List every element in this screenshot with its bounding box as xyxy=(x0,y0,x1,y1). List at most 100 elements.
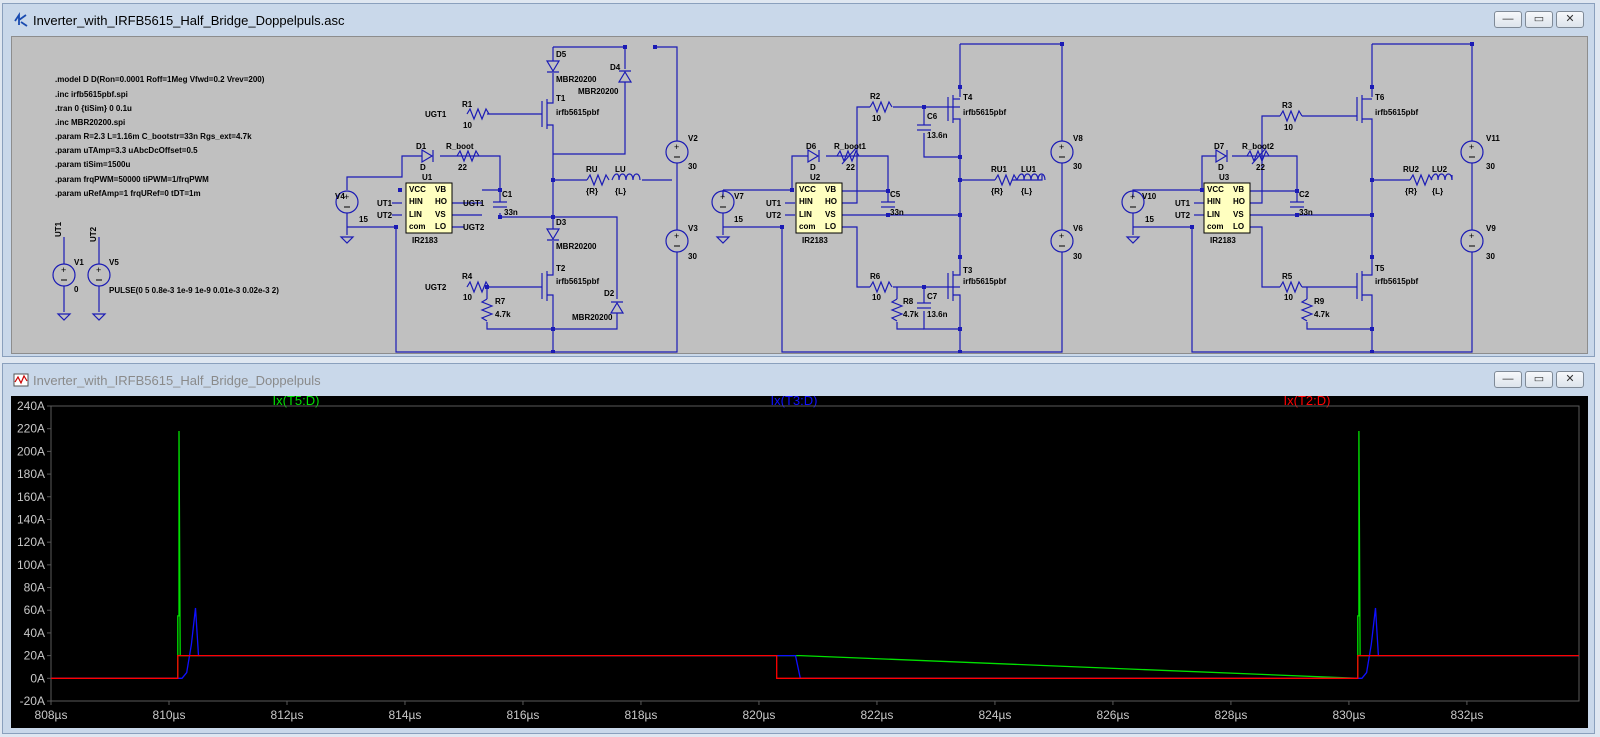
v8-value: 30 xyxy=(1073,162,1082,171)
minimize-button[interactable]: — xyxy=(1494,371,1522,388)
series-line xyxy=(51,654,1579,679)
c6-value: 13.6n xyxy=(927,131,948,140)
x-tick-label: 808µs xyxy=(35,708,68,722)
y-tick-label: 240A xyxy=(17,399,45,413)
u1-out-ugt2: UGT2 xyxy=(463,223,485,232)
maximize-icon: ▭ xyxy=(1533,13,1545,25)
v2-label: V2 xyxy=(688,134,698,143)
u2-pin-vcc: VCC xyxy=(799,185,816,194)
waveform-window-title: Inverter_with_IRFB5615_Half_Bridge_Doppe… xyxy=(33,373,321,388)
x-tick-label: 818µs xyxy=(624,708,657,722)
v4-value: 15 xyxy=(359,215,368,224)
minimize-button[interactable]: — xyxy=(1494,11,1522,28)
v9-value: 30 xyxy=(1486,252,1495,261)
x-tick-label: 814µs xyxy=(389,708,422,722)
lu2-label: LU2 xyxy=(1432,165,1448,174)
c5-value: 33n xyxy=(890,208,904,217)
d4-label: D4 xyxy=(610,63,621,72)
ru1-value: {R} xyxy=(991,187,1003,196)
schematic-canvas[interactable]: + .model D D(Ron=0.0001 Roff=1Meg Vfwd=0… xyxy=(11,36,1588,354)
close-button[interactable]: ✕ xyxy=(1556,371,1584,388)
v7-value: 15 xyxy=(734,215,743,224)
v6-label: V6 xyxy=(1073,224,1083,233)
directive-3: .tran 0 {tiSim} 0 0.1u xyxy=(55,104,132,113)
rboot1-label: R_boot1 xyxy=(834,142,867,151)
t3-model: irfb5615pbf xyxy=(963,277,1006,286)
u1-pin-vcc: VCC xyxy=(409,185,426,194)
u3-pin-ho: HO xyxy=(1233,197,1245,206)
t6-model: irfb5615pbf xyxy=(1375,108,1418,117)
legend-entry[interactable]: Ix(T3:D) xyxy=(771,393,818,408)
y-tick-label: 40A xyxy=(24,626,45,640)
u1-in-ut1: UT1 xyxy=(377,199,393,208)
r8-label: R8 xyxy=(903,297,914,306)
x-tick-label: 826µs xyxy=(1096,708,1129,722)
v9-label: V9 xyxy=(1486,224,1496,233)
d2-label: D2 xyxy=(604,289,615,298)
u2-label: U2 xyxy=(810,173,821,182)
u1-chip: IR2183 xyxy=(412,236,438,245)
u2-in-ut2: UT2 xyxy=(766,211,782,220)
v5-label: V5 xyxy=(109,258,119,267)
waveform-window: Inverter_with_IRFB5615_Half_Bridge_Doppe… xyxy=(2,363,1595,734)
rboot2-value: 22 xyxy=(1256,163,1265,172)
t4-label: T4 xyxy=(963,93,973,102)
u1-pin-vs: VS xyxy=(435,210,446,219)
ugt2-net: UGT2 xyxy=(425,283,447,292)
t2-label: T2 xyxy=(556,264,566,273)
y-tick-label: 200A xyxy=(17,444,45,458)
c1-value: 33n xyxy=(504,208,518,217)
directive-1: .model D D(Ron=0.0001 Roff=1Meg Vfwd=0.2… xyxy=(55,75,265,84)
u2-pin-com: com xyxy=(799,222,815,231)
waveform-app-icon xyxy=(13,373,29,387)
close-button[interactable]: ✕ xyxy=(1556,11,1584,28)
u1-pin-ho: HO xyxy=(435,197,447,206)
rboot-value: 22 xyxy=(458,163,467,172)
u3-pin-vb: VB xyxy=(1233,185,1244,194)
c2-value: 33n xyxy=(1299,208,1313,217)
r9-label: R9 xyxy=(1314,297,1325,306)
u3-pin-com: com xyxy=(1207,222,1223,231)
lu1-label: LU1 xyxy=(1021,165,1037,174)
c2-label: C2 xyxy=(1299,190,1310,199)
v3-label: V3 xyxy=(688,224,698,233)
x-tick-label: 822µs xyxy=(860,708,893,722)
maximize-button[interactable]: ▭ xyxy=(1525,371,1553,388)
half-bridge-1[interactable]: VCC HIN LIN com VB HO VS LO U1 IR2183 V4… xyxy=(335,45,698,353)
r1-label: R1 xyxy=(462,100,473,109)
ru1-label: RU1 xyxy=(991,165,1008,174)
ltspice-app-icon xyxy=(14,12,28,27)
r4-value: 10 xyxy=(463,293,472,302)
rboot2-label: R_boot2 xyxy=(1242,142,1275,151)
d6-model: D xyxy=(810,163,816,172)
ir2183-u2[interactable] xyxy=(795,182,843,234)
u2-pin-vb: VB xyxy=(825,185,836,194)
ir2183-u3[interactable] xyxy=(1203,182,1251,234)
u1-pin-com: com xyxy=(409,222,425,231)
ru2-value: {R} xyxy=(1405,187,1417,196)
legend-entry[interactable]: Ix(T5:D) xyxy=(273,393,320,408)
minimize-icon: — xyxy=(1502,373,1514,385)
ir2183-u1[interactable] xyxy=(405,182,453,234)
c7-value: 13.6n xyxy=(927,310,948,319)
ru2-label: RU2 xyxy=(1403,165,1420,174)
schematic-titlebar[interactable]: Inverter_with_IRFB5615_Half_Bridge_Doppe… xyxy=(3,4,1594,36)
x-tick-label: 810µs xyxy=(153,708,186,722)
lu-label: LU xyxy=(615,165,626,174)
half-bridge-2[interactable]: VCC HIN LIN com VB HO VS LO U2 IR2183 V7… xyxy=(711,42,1083,353)
waveform-chart[interactable]: Ix(T5:D)Ix(T3:D)Ix(T2:D) 240A220A200A180… xyxy=(11,393,1588,728)
v10-label: V10 xyxy=(1142,192,1157,201)
directive-4: .inc MBR20200.spi xyxy=(55,118,125,127)
half-bridge-3[interactable]: VCC HIN LIN com VB HO VS LO U3 IR2183 V1… xyxy=(1121,42,1500,353)
legend-entry[interactable]: Ix(T2:D) xyxy=(1284,393,1331,408)
maximize-button[interactable]: ▭ xyxy=(1525,11,1553,28)
u1-pin-lo: LO xyxy=(435,222,446,231)
waveform-titlebar[interactable]: Inverter_with_IRFB5615_Half_Bridge_Doppe… xyxy=(3,364,1594,396)
schematic-window-title: Inverter_with_IRFB5615_Half_Bridge_Doppe… xyxy=(33,13,345,28)
d5-model: MBR20200 xyxy=(556,75,597,84)
t2-model: irfb5615pbf xyxy=(556,277,599,286)
pulse-spec: PULSE(0 5 0.8e-3 1e-9 1e-9 0.01e-3 0.02e… xyxy=(109,286,279,295)
rboot-label: R_boot xyxy=(446,142,474,151)
schematic-drawing[interactable]: + .model D D(Ron=0.0001 Roff=1Meg Vfwd=0… xyxy=(12,37,1587,353)
